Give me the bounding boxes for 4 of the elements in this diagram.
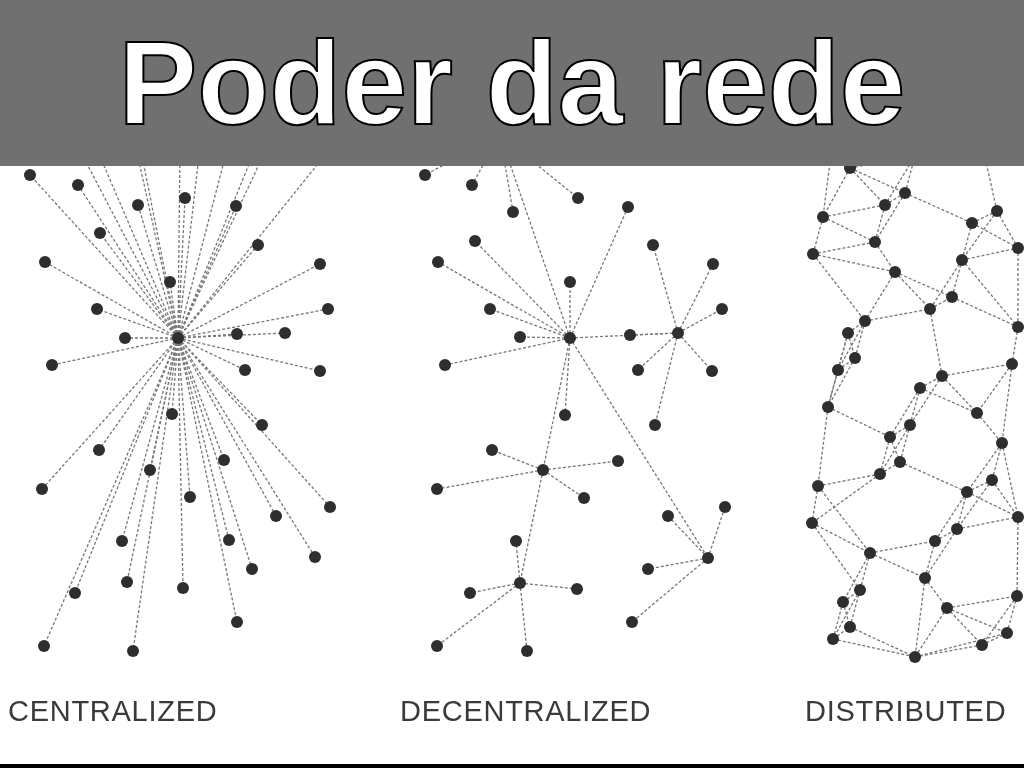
network-caption: DECENTRALIZED — [400, 694, 652, 729]
title: Poder da rede — [118, 24, 906, 142]
network-caption: DISTRIBUTED — [805, 694, 1007, 729]
network-caption: CENTRALIZED — [8, 694, 218, 729]
